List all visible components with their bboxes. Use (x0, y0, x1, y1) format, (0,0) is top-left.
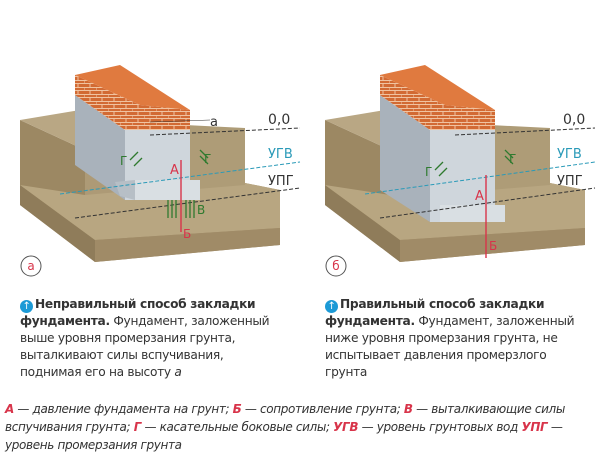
upg-label: УПГ (268, 174, 294, 189)
legend-text: — давление фундамента на грунт; (13, 402, 233, 416)
level-zero-label: 0,0 (563, 112, 585, 128)
force-a-label: А (475, 189, 484, 204)
diagram-incorrect: а 0,0 УГВ УПГ А Б В Г Г а (20, 65, 301, 277)
level-zero-label: 0,0 (268, 112, 290, 128)
caption-title: Правильный способ закладки фундамента. (325, 297, 545, 328)
upg-label: УПГ (557, 174, 583, 189)
caption-incorrect: ↑Неправильный способ закладки фундамента… (20, 296, 275, 381)
force-b-label: Б (489, 239, 497, 253)
legend-key: УПГ (521, 420, 548, 434)
legend-text: — касательные боковые силы; (140, 420, 334, 434)
diagrams: а 0,0 УГВ УПГ А Б В Г Г а 0,0 УГВ УПГ А (20, 65, 596, 277)
legend-key: Б (232, 402, 242, 416)
legend-key: В (403, 402, 413, 416)
foundation-footing (440, 205, 505, 222)
badge-b-label: б (332, 259, 339, 273)
caption-text: Фундамент, заложенный ниже уровня промер… (325, 314, 575, 379)
badge-b (325, 255, 347, 277)
force-g-label: Г (120, 154, 127, 168)
caption-title: Неправильный способ закладки фундамента. (20, 297, 256, 328)
legend-text: — сопротивление грунта; (241, 402, 404, 416)
caption-text: Фундамент, заложенный выше уровня промер… (20, 314, 270, 379)
heave-arrows (129, 149, 209, 218)
ugv-label: УГВ (557, 147, 582, 162)
force-g-label-right: Г (509, 152, 516, 166)
badge-a (20, 255, 42, 277)
brick-wall (380, 75, 495, 130)
legend: А — давление фундамента на грунт; Б — со… (5, 400, 600, 454)
legend-text: — уровень грунтовых вод (358, 420, 522, 434)
level-zero-line (149, 127, 301, 136)
legend-text: — уровень промерзания грунта (5, 420, 563, 452)
badge-a-label: а (27, 259, 34, 273)
force-v-label: В (197, 203, 205, 217)
ugv-line (59, 161, 301, 195)
legend-key: Г (133, 420, 142, 434)
ugv-label: УГВ (268, 147, 293, 162)
info-arrow-icon: ↑ (325, 300, 338, 313)
legend-key: А (5, 402, 14, 416)
info-arrow-icon: ↑ (20, 300, 33, 313)
brick-wall (75, 75, 190, 130)
diagram-correct: 0,0 УГВ УПГ А Б Г Г б (325, 65, 596, 277)
caption-italic: а (174, 365, 182, 379)
force-g-label-right: Г (204, 152, 211, 166)
force-b-label: Б (183, 227, 191, 241)
upg-line (74, 187, 301, 219)
soil-upper-right (185, 125, 245, 190)
legend-text: — выталкивающие силы вспучивания грунта; (5, 402, 565, 434)
force-a-label: А (170, 163, 179, 178)
foundation-footing (135, 180, 200, 200)
caption-correct: ↑Правильный способ закладки фундамента. … (325, 296, 580, 381)
gap-label: а (210, 115, 218, 130)
soil-upper-left (20, 120, 85, 195)
legend-key: УГВ (333, 420, 359, 434)
force-g-label: Г (425, 165, 432, 179)
